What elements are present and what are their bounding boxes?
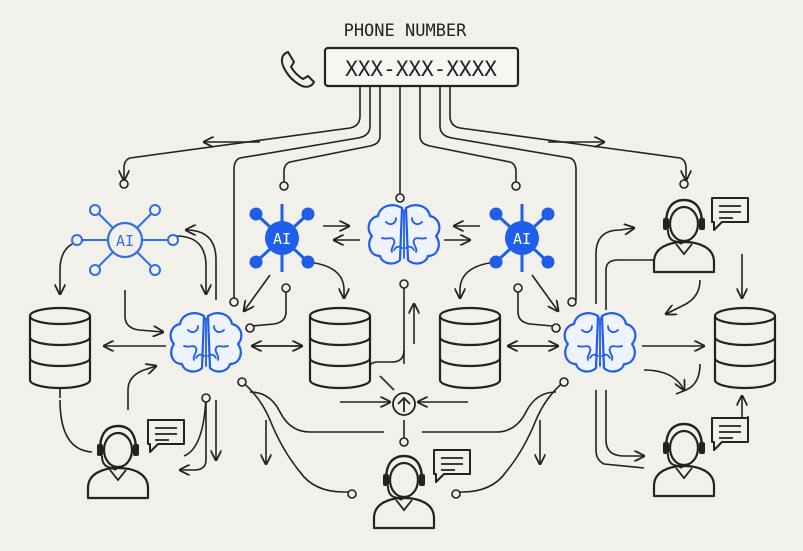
chat-bubble-icon <box>433 449 471 483</box>
agent-headset-icon <box>372 454 436 530</box>
brain-icon <box>367 204 441 265</box>
agent-headset-icon <box>86 424 150 500</box>
svg-text:AI: AI <box>273 230 291 248</box>
chat-bubble-icon <box>147 419 185 453</box>
database-icon <box>438 306 502 390</box>
database-icon <box>308 306 372 390</box>
chat-bubble-icon <box>711 417 749 451</box>
brain-icon <box>563 312 637 373</box>
brain-icon <box>169 312 243 373</box>
svg-text:AI: AI <box>513 230 531 248</box>
agent-headset-icon <box>652 422 716 498</box>
ai-network-icon: AI <box>70 203 180 277</box>
database-icon <box>713 306 777 390</box>
database-icon <box>28 306 92 390</box>
agent-headset-icon <box>652 198 716 274</box>
ai-network-icon: AI <box>488 202 556 274</box>
up-arrow-circle-icon <box>392 392 416 416</box>
chat-bubble-icon <box>711 197 749 231</box>
phone-icon <box>280 51 315 88</box>
phone-number-box[interactable] <box>323 46 520 88</box>
diagram-title: PHONE NUMBER <box>344 21 468 41</box>
junction-dots <box>119 179 689 499</box>
svg-text:AI: AI <box>116 232 134 250</box>
ai-network-icon: AI <box>248 202 316 274</box>
phone-number-value: XXX-XXX-XXXX <box>345 57 497 81</box>
